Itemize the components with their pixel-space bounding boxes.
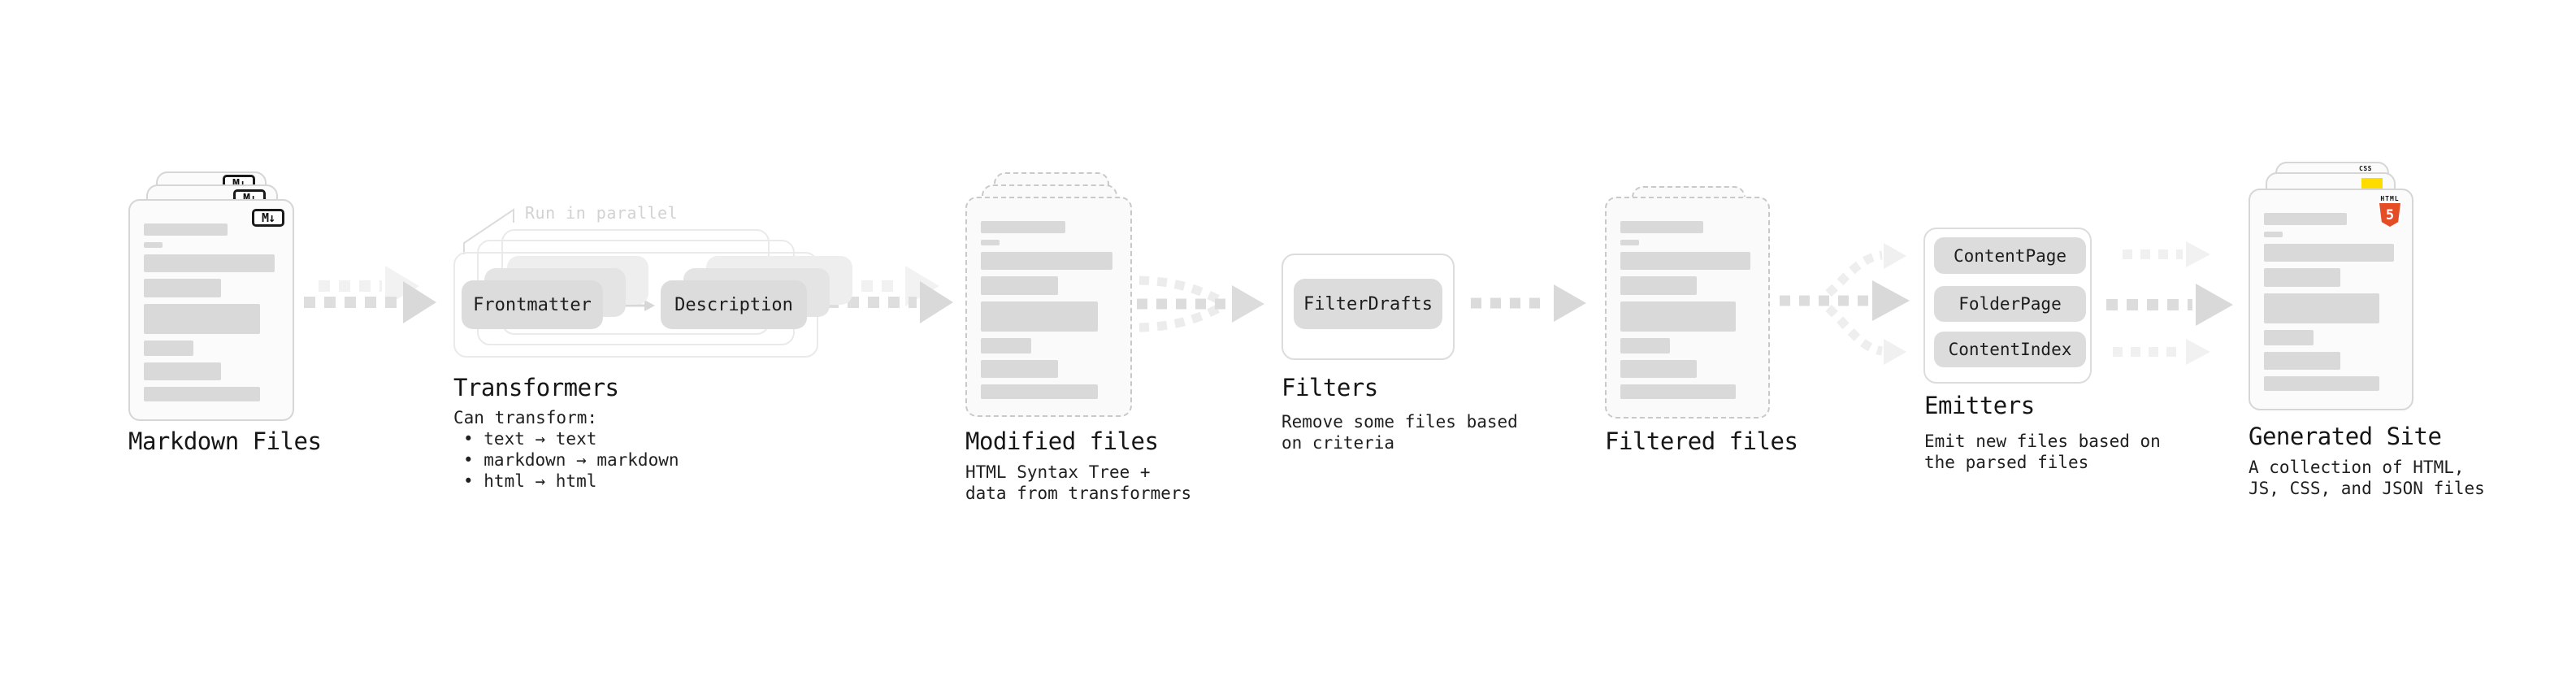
transformer-description: Description — [661, 280, 807, 329]
emitters-title: Emitters — [1924, 392, 2035, 419]
desc-line: on criteria — [1281, 433, 1395, 453]
desc-line: A collection of HTML, — [2249, 458, 2465, 477]
arrow-emitters-to-generated — [2106, 241, 2233, 365]
filtered-file-card — [1605, 197, 1770, 419]
modified-files-title: Modified files — [965, 427, 1159, 455]
doc-content-bars — [1620, 221, 1754, 399]
desc-line: Remove some files based — [1281, 412, 1518, 432]
desc-bullet: • text → text — [463, 429, 597, 449]
arrow-filters-to-filtered — [1471, 284, 1586, 322]
desc-line: JS, CSS, and JSON files — [2249, 479, 2485, 498]
desc-bullet: • markdown → markdown — [463, 450, 679, 470]
html5-label: HTML — [2380, 195, 2400, 202]
filters-desc: Remove some files based on criteria — [1281, 411, 1518, 453]
generated-file-card: HTML 5 — [2249, 189, 2413, 410]
desc-bullet: • html → html — [463, 471, 597, 491]
generated-site-title: Generated Site — [2249, 423, 2442, 450]
transformer-frontmatter: Frontmatter — [462, 280, 603, 329]
desc-line: Can transform: — [453, 408, 598, 427]
emitter-folderpage: FolderPage — [1934, 286, 2086, 322]
transformers-title: Transformers — [453, 374, 619, 401]
emitters-desc: Emit new files based on the parsed files — [1924, 431, 2161, 473]
arrow-modified-to-filters — [1137, 275, 1264, 332]
doc-content-bars — [981, 221, 1117, 399]
emitter-contentpage: ContentPage — [1934, 237, 2086, 274]
modified-file-card — [965, 197, 1132, 417]
desc-line: data from transformers — [965, 484, 1192, 503]
run-in-parallel-note: Run in parallel — [525, 203, 679, 223]
arrow-filtered-to-emitters — [1780, 243, 1910, 365]
desc-line: the parsed files — [1924, 453, 2089, 472]
doc-content-bars — [2264, 213, 2398, 391]
css-badge-label: CSS — [2359, 165, 2372, 172]
markdown-file-card: M↓ — [128, 199, 294, 421]
arrow-markdown-to-transformers — [304, 266, 436, 323]
filtered-files-title: Filtered files — [1605, 427, 1798, 455]
markdown-icon: M↓ — [252, 209, 284, 227]
transformers-desc: Can transform: • text → text • markdown … — [453, 407, 679, 492]
desc-line: HTML Syntax Tree + — [965, 462, 1151, 482]
modified-files-desc: HTML Syntax Tree + data from transformer… — [965, 462, 1191, 504]
js-badge — [2361, 178, 2383, 189]
emitter-contentindex: ContentIndex — [1934, 332, 2086, 367]
filters-title: Filters — [1281, 374, 1378, 401]
generated-site-desc: A collection of HTML, JS, CSS, and JSON … — [2249, 457, 2485, 499]
html5-icon: HTML 5 — [2376, 195, 2404, 227]
markdown-files-title: Markdown Files — [128, 427, 322, 455]
html5-number: 5 — [2385, 206, 2395, 223]
desc-line: Emit new files based on — [1924, 432, 2161, 451]
filter-filterdrafts: FilterDrafts — [1294, 279, 1442, 329]
doc-content-bars — [144, 223, 279, 401]
